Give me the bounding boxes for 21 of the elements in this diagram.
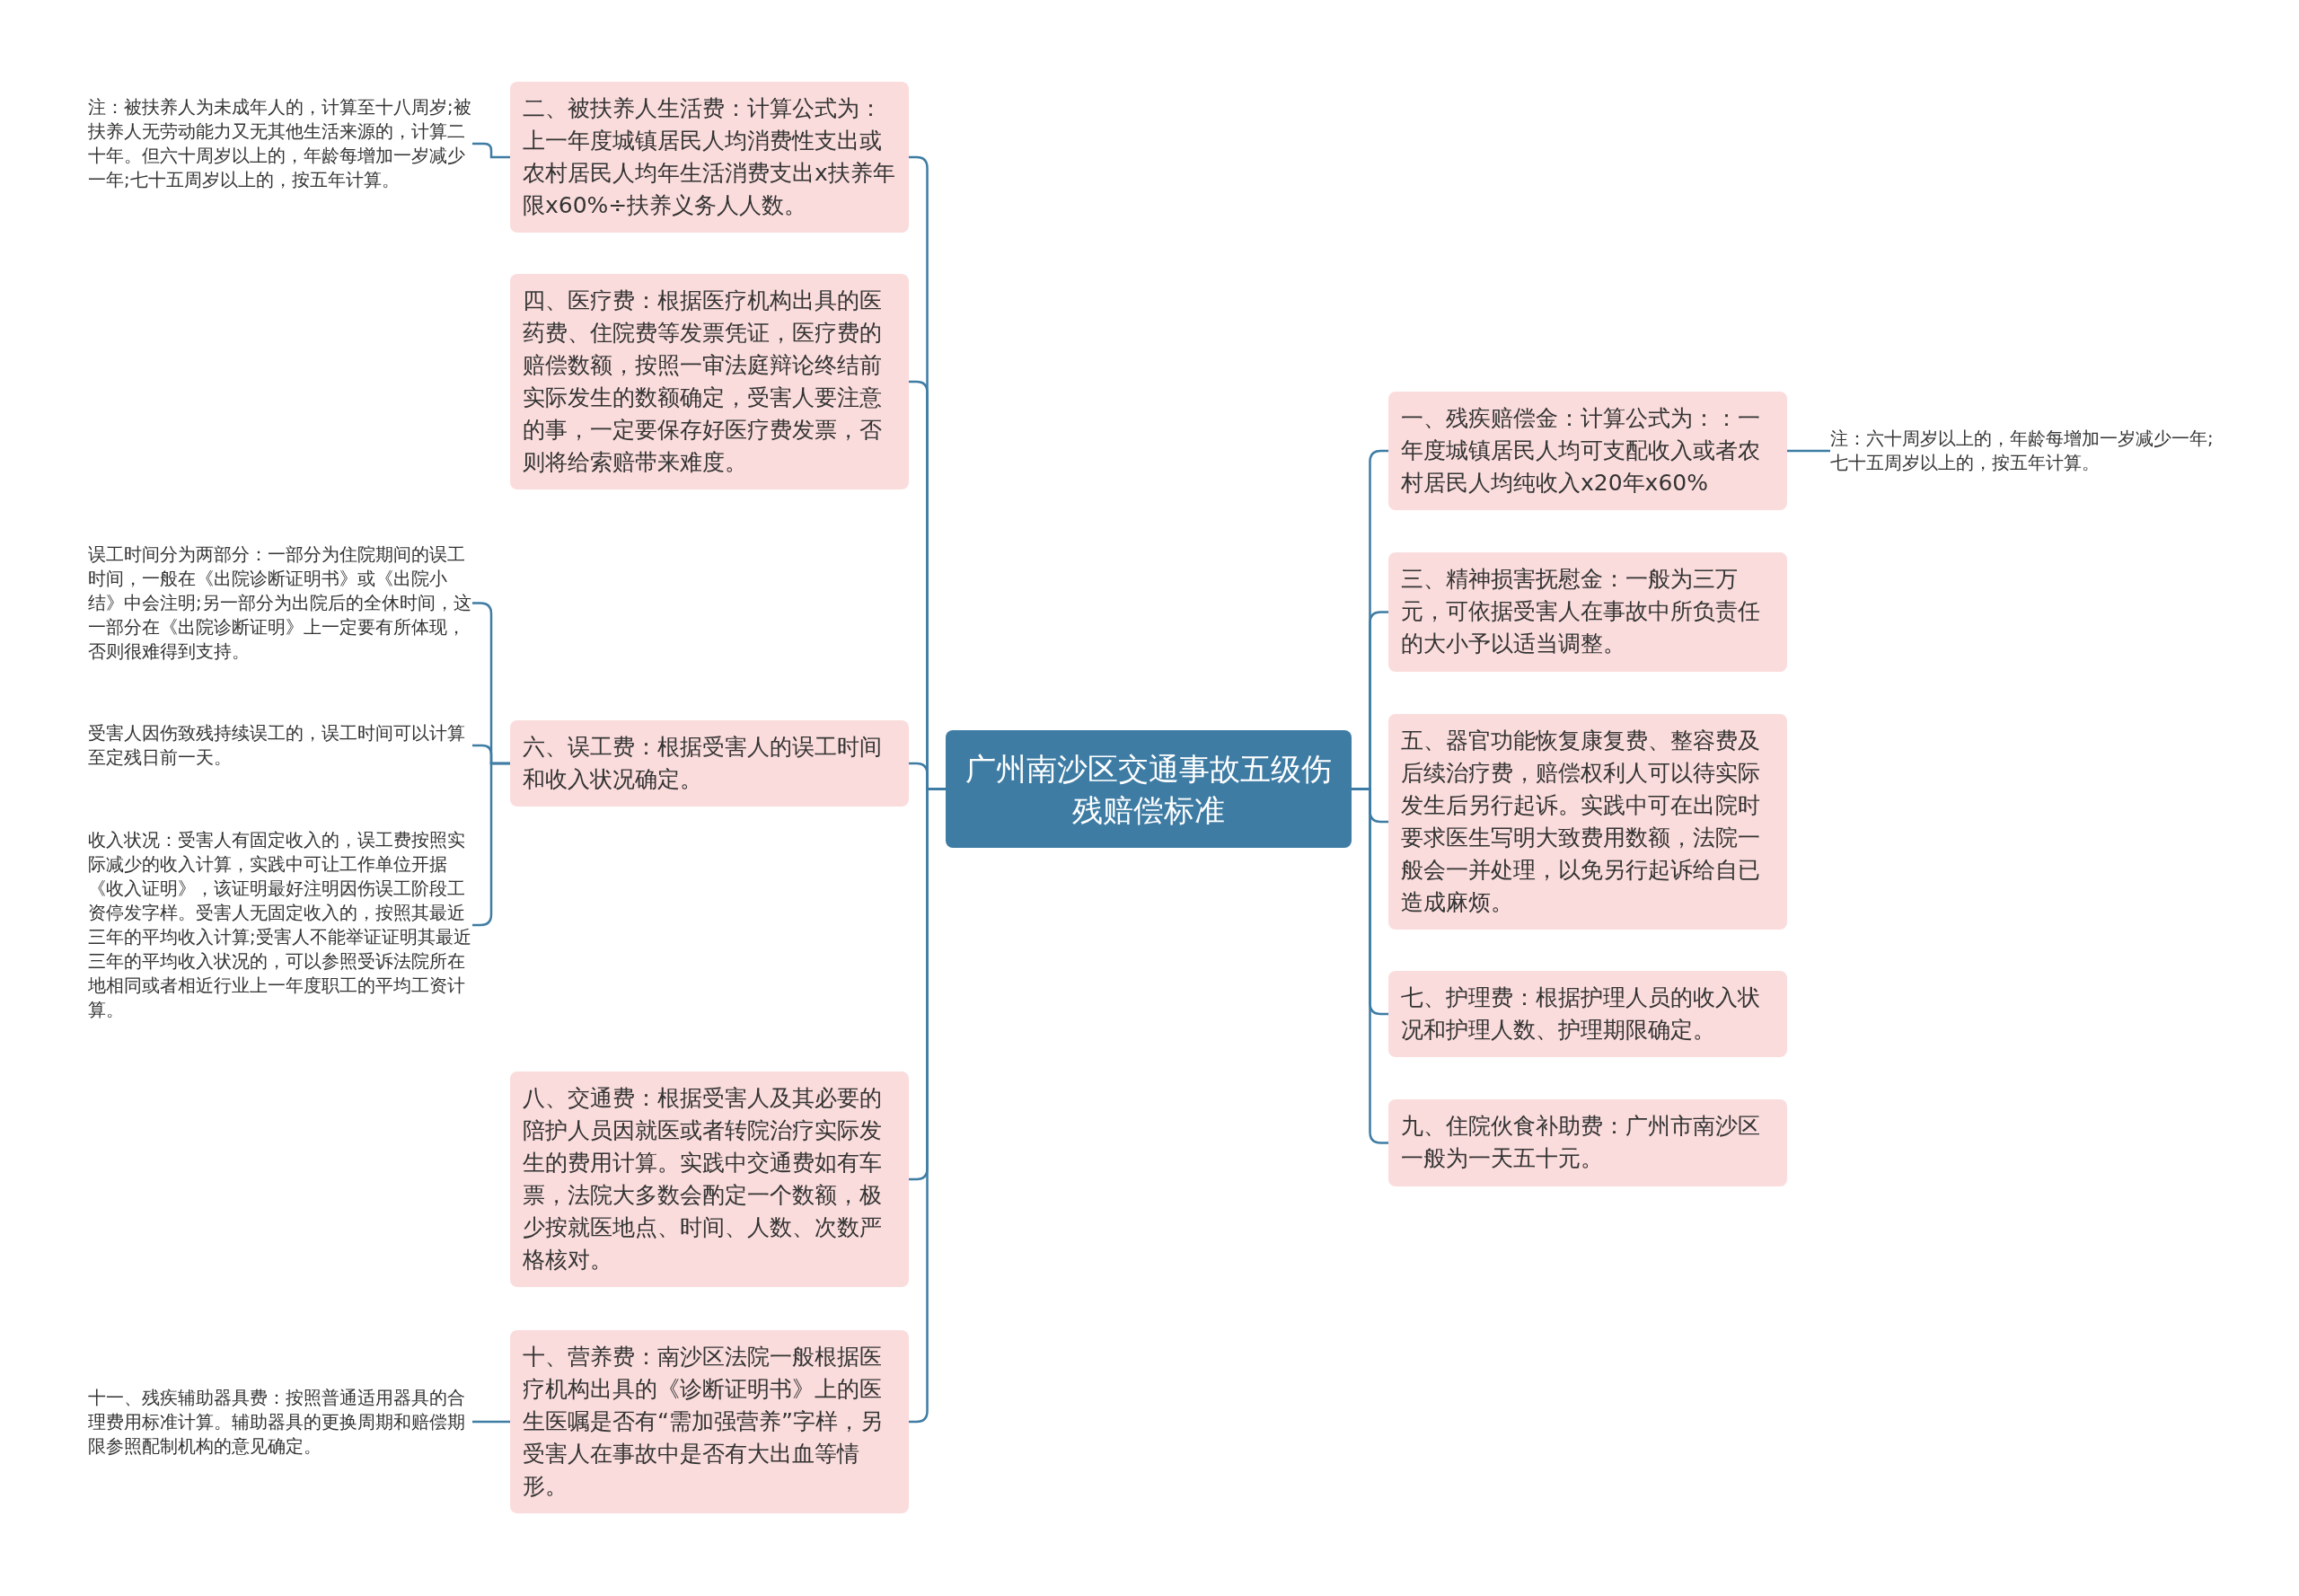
topic-box: 九、住院伙食补助费：广州市南沙区一般为一天五十元。 (1388, 1099, 1787, 1186)
central-topic-box: 广州南沙区交通事故五级伤残赔偿标准 (946, 730, 1352, 848)
note-text: 收入状况：受害人有固定收入的，误工费按照实际减少的收入计算，实践中可让工作单位开据《收入证明》，该证明最好注明因伤误工阶段工资停发字样。受害人无固定收入的，按照其最近三年的平均收入计算;受害人不能举证证明其最近三年的平均收入状况的，可以参照受诉法院所在地相同或者相近行业上一年度职工的平均工资计算。 (88, 828, 472, 1022)
topic-box: 五、器官功能恢复康复费、整容费及后续治疗费，赔偿权利人可以待实际发生后另行起诉。实践中可在出院时要求医生写明大致费用数额，法院一般会一并处理，以免另行起诉给自已造成麻烦。 (1388, 714, 1787, 930)
topic-box: 七、护理费：根据护理人员的收入状况和护理人数、护理期限确定。 (1388, 971, 1787, 1057)
topic-box: 一、残疾赔偿金：计算公式为：：一年度城镇居民人均可支配收入或者农村居民人均纯收入x20年x60% (1388, 392, 1787, 510)
topic-box: 十、营养费：南沙区法院一般根据医疗机构出具的《诊断证明书》上的医生医嘱是否有“需加强营养”字样，另受害人在事故中是否有大出血等情形。 (510, 1330, 909, 1513)
topic-box: 二、被扶养人生活费：计算公式为：上一年度城镇居民人均消费性支出或农村居民人均年生活消费支出x扶养年限x60%÷扶养义务人人数。 (510, 82, 909, 233)
connector-line (1352, 788, 1388, 1144)
connector-line (472, 1420, 510, 1424)
note-text: 受害人因伤致残持续误工的，误工时间可以计算至定残日前一天。 (88, 721, 472, 770)
note-text: 误工时间分为两部分：一部分为住院期间的误工时间，一般在《出院诊断证明书》或《出院小结》中会注明;另一部分为出院后的全休时间，这一部分在《出院诊断证明》上一定要有所体现，否则很难得到支持。 (88, 542, 472, 664)
topic-box: 八、交通费：根据受害人及其必要的陪护人员因就医或者转院治疗实际发生的费用计算。实践中交通费如有车票，法院大多数会酌定一个数额，极少按就医地点、时间、人数、次数严格核对。 (510, 1071, 909, 1287)
note-text: 注：六十周岁以上的，年龄每增加一岁减少一年;七十五周岁以上的，按五年计算。 (1830, 427, 2216, 475)
topic-box: 三、精神损害抚慰金：一般为三万元，可依据受害人在事故中所负责任的大小予以适当调整。 (1388, 552, 1787, 672)
connector-line (472, 142, 510, 159)
topic-box: 四、医疗费：根据医疗机构出具的医药费、住院费等发票凭证，医疗费的赔偿数额，按照一审法庭辩论终结前实际发生的数额确定，受害人要注意的事，一定要保存好医疗费发票，否则将给索赔带来难度。 (510, 274, 909, 489)
note-text: 注：被扶养人为未成年人的，计算至十八周岁;被扶养人无劳动能力又无其他生活来源的，计算二十年。但六十周岁以上的，年龄每增加一岁减少一年;七十五周岁以上的，按五年计算。 (88, 95, 472, 192)
connector-line (1787, 449, 1830, 453)
topic-box: 六、误工费：根据受害人的误工时间和收入状况确定。 (510, 720, 909, 807)
note-text: 十一、残疾辅助器具费：按照普通适用器具的合理费用标准计算。辅助器具的更换周期和赔偿期限参照配制机构的意见确定。 (88, 1386, 472, 1459)
